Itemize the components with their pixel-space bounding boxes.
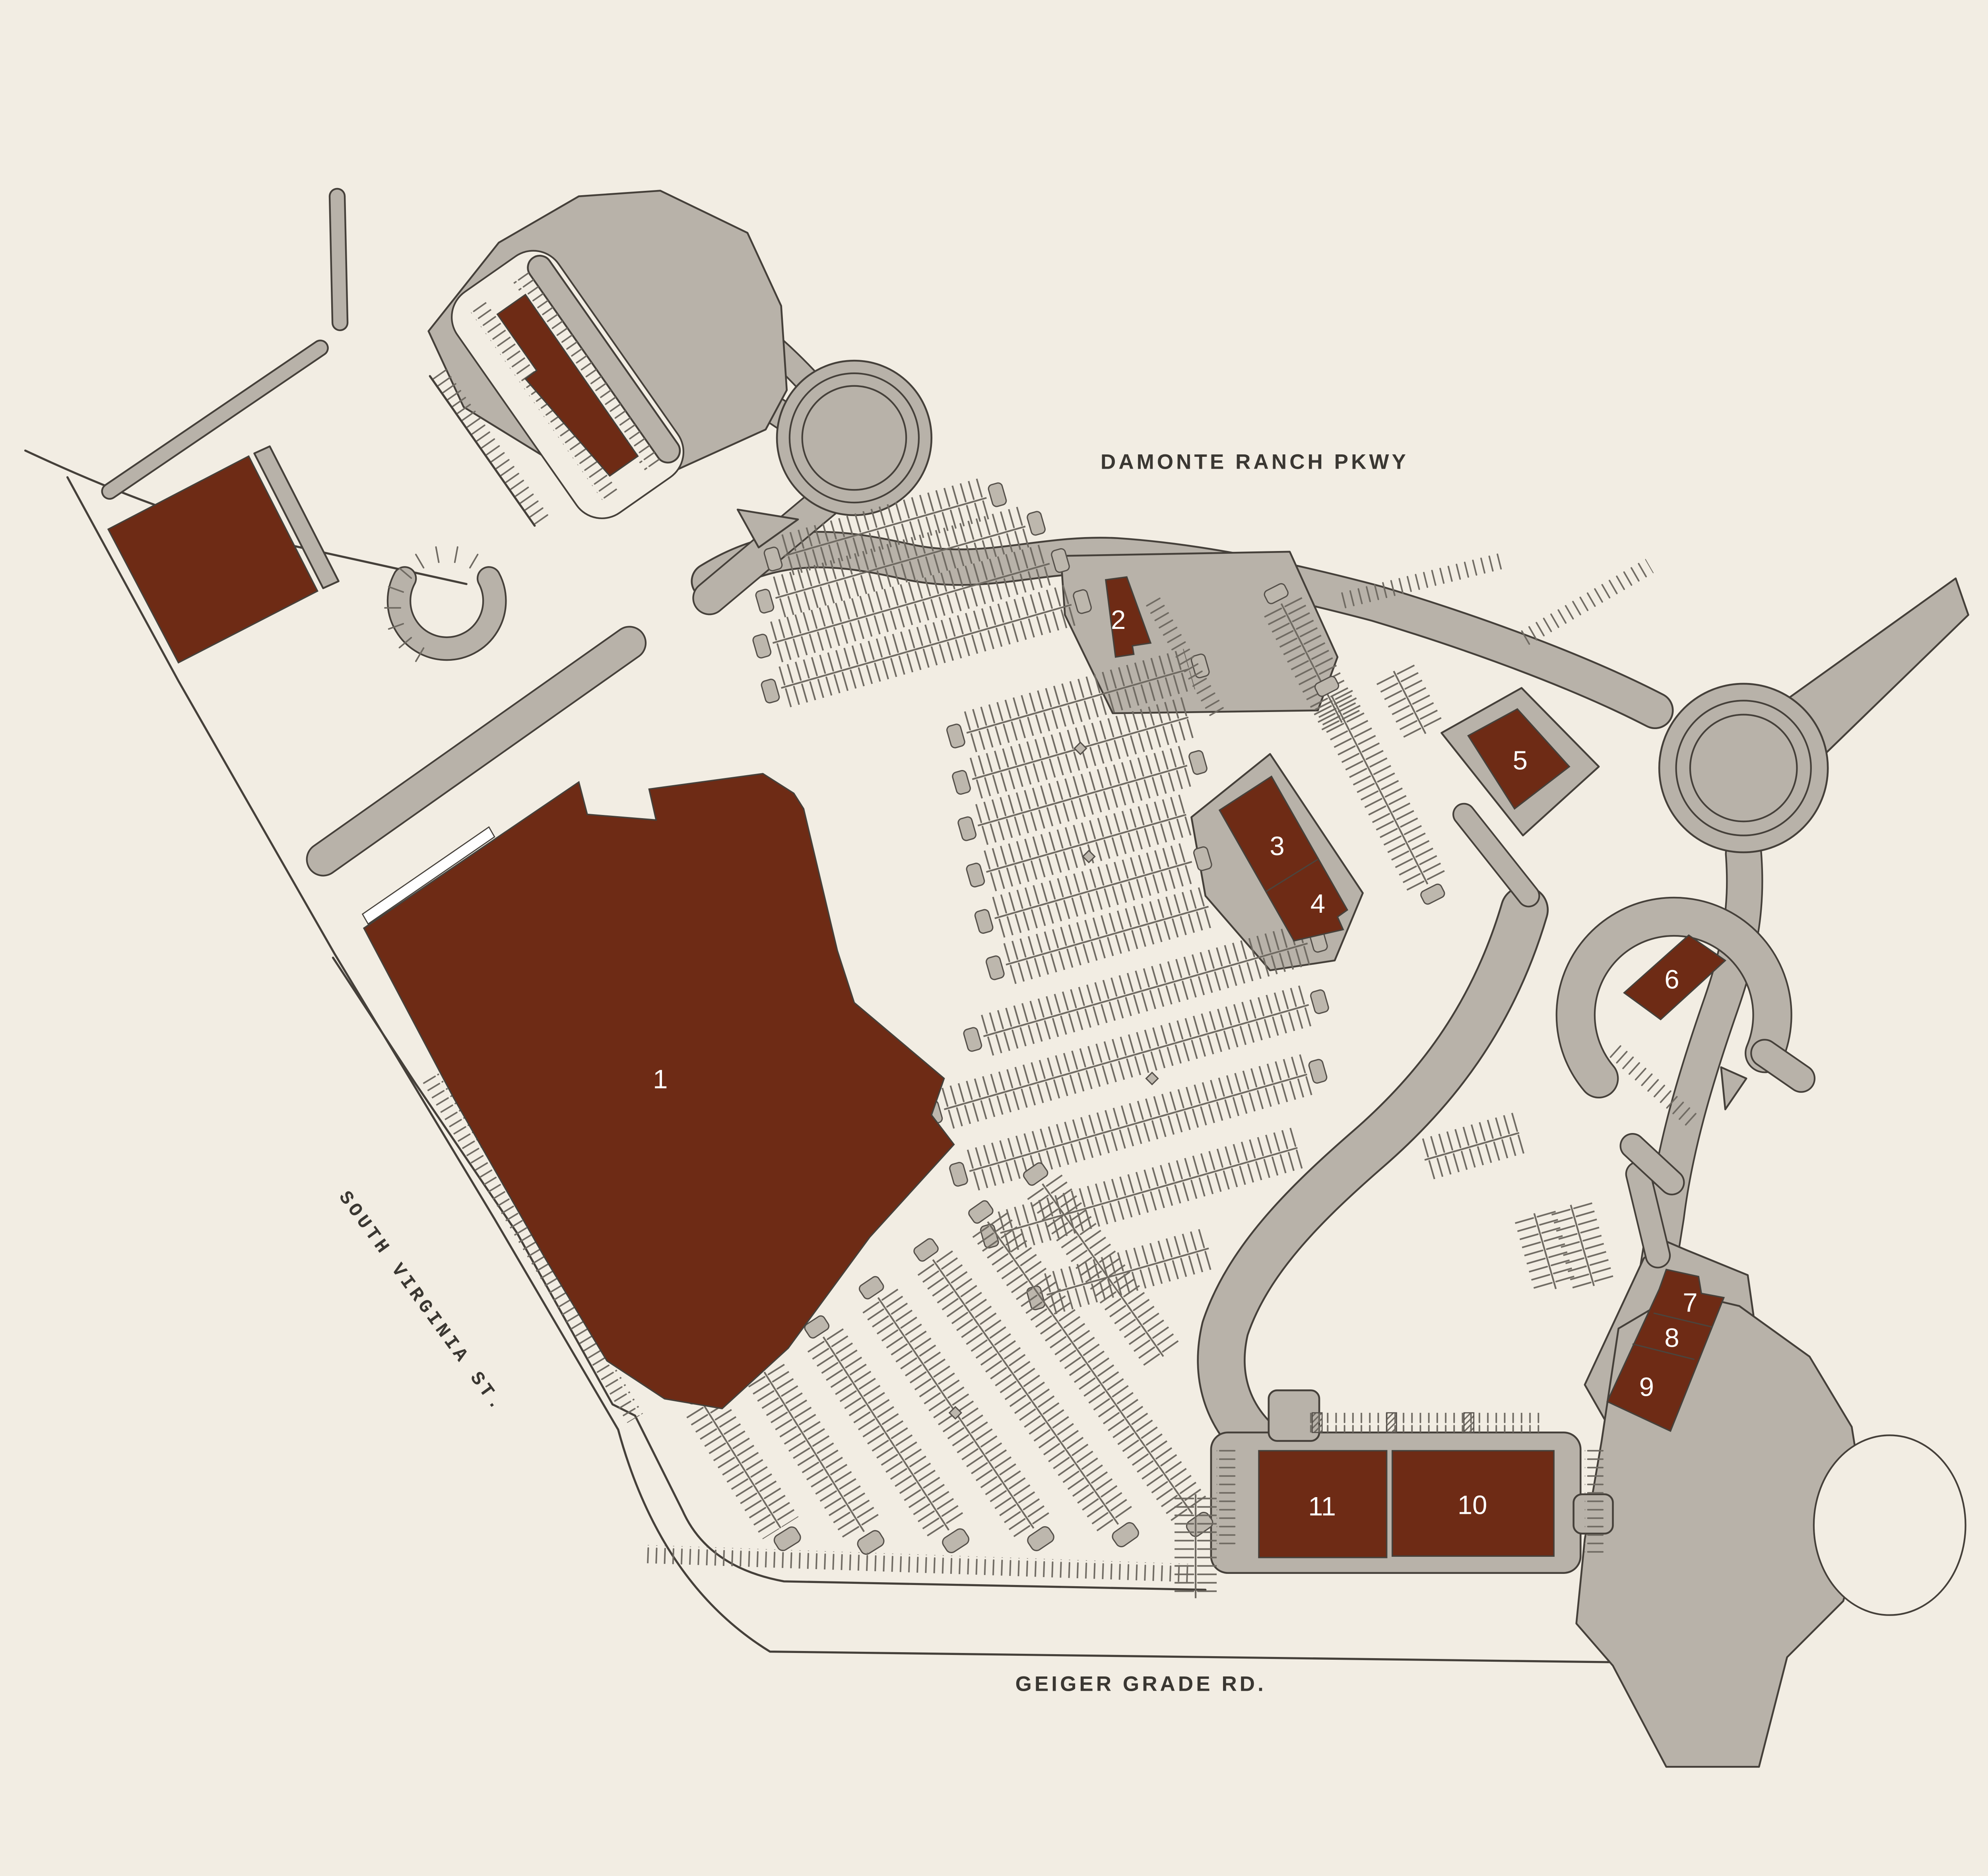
street-label-damonte-ranch-pkwy: DAMONTE RANCH PKWY <box>1101 450 1409 473</box>
building-7-8-9-block <box>1606 1269 1725 1432</box>
traffic-island <box>736 508 799 549</box>
building-numbers: 1 2 3 4 5 6 7 8 9 10 11 <box>653 605 1697 1521</box>
building-divider <box>1632 1343 1695 1360</box>
building-6[interactable] <box>1623 934 1727 1020</box>
building-3-label: 3 <box>1270 831 1284 861</box>
street-label-geiger-grade-rd: GEIGER GRADE RD. <box>1015 1672 1266 1696</box>
building-11[interactable] <box>1258 1450 1388 1558</box>
building-2[interactable] <box>1105 576 1152 658</box>
building-3[interactable] <box>1218 775 1349 942</box>
building-7-label: 7 <box>1683 1288 1697 1317</box>
building-4-label: 4 <box>1310 889 1325 919</box>
traffic-island <box>1720 1066 1747 1110</box>
roundabout-east <box>1658 683 1829 854</box>
parking-island <box>253 445 340 589</box>
roundabout-west <box>776 359 933 516</box>
building-5-label: 5 <box>1513 745 1528 775</box>
building-5[interactable] <box>1467 708 1571 810</box>
building-11-label: 11 <box>1308 1492 1336 1521</box>
building-10[interactable] <box>1391 1450 1555 1557</box>
building-1[interactable] <box>363 773 955 1410</box>
building-7-8-9[interactable] <box>1606 1269 1725 1432</box>
buildings <box>107 293 1727 1558</box>
building-10-label: 10 <box>1458 1490 1487 1520</box>
cream-notch <box>1813 1434 1967 1616</box>
sidewalk-strip <box>361 826 495 925</box>
building-2-label: 2 <box>1111 605 1126 635</box>
building-unlabeled-square <box>107 455 318 664</box>
building-divider <box>1265 859 1318 892</box>
building-unlabeled-strip <box>496 293 639 477</box>
building-9-label: 9 <box>1639 1372 1654 1402</box>
horseshoe-parking <box>384 546 507 662</box>
parking-rows <box>421 477 1700 1599</box>
building-divider <box>1653 1312 1713 1328</box>
building-1-label: 1 <box>653 1065 668 1094</box>
parking-row <box>429 365 550 527</box>
building-8-label: 8 <box>1664 1323 1679 1353</box>
building-6-label: 6 <box>1664 965 1679 995</box>
building-3-4-block <box>1218 775 1349 942</box>
